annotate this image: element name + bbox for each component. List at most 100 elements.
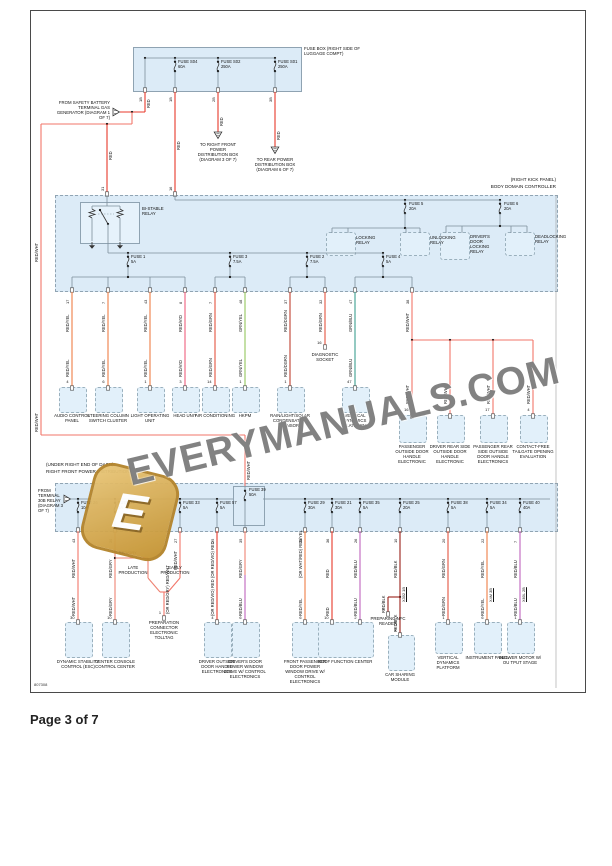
fuse-amp: 5A	[131, 258, 137, 264]
relay-name: DRIVER'S DOOR LOCKING RELAY	[470, 234, 490, 255]
dist-output-pin: 10	[392, 538, 398, 543]
fuse-box-label: FUSE BOX (RIGHT SIDE OF LUGGAGE COMPT)	[304, 46, 361, 57]
component-box	[59, 387, 87, 413]
wire-color-label: (OR RED/VIO) RED	[209, 579, 215, 616]
component-name: VERTICAL DYNAMICS PLATFORM	[343, 413, 367, 429]
fuse-name: FUSE 33	[183, 500, 200, 505]
component-box	[435, 622, 463, 654]
fuse-amp: 20A	[504, 205, 512, 211]
fuse-amp: 5A	[183, 504, 189, 510]
component-box	[232, 387, 260, 413]
component-pin: 6	[299, 614, 302, 620]
wire-color-label: RED/WHT	[70, 558, 76, 578]
component-name: RAIN/LIGHT/SOLAR CONDENSATION SENSOR	[270, 413, 310, 429]
component-pin: 16	[317, 340, 322, 345]
wire-color-label: RED/WHT	[172, 550, 178, 570]
component-name: DRIVER OUTSIDE DOOR HANDLE ELECTRONICS	[198, 659, 236, 675]
fuse-name: FUSE 2	[310, 254, 325, 259]
component-pin: 1	[394, 627, 397, 632]
component-name: VERTICAL DYNAMICS PLATFORM	[436, 655, 460, 671]
document-code: 807308	[34, 682, 48, 687]
component-box	[474, 622, 502, 654]
wire-color-label: RED	[218, 117, 224, 126]
component-box	[172, 387, 200, 413]
dist-output-pin: 27	[172, 538, 178, 543]
wire-color-label: RED/YEL	[100, 359, 106, 377]
wire-color-label: RED/YEL	[142, 314, 148, 332]
component-name: BLOWER MOTOR W/ OU TPUT STAGE	[498, 655, 542, 666]
bdc-output-pin: 17	[64, 299, 70, 304]
component-pin: 6	[239, 614, 242, 620]
fuse-name: FUSE 5	[409, 201, 424, 206]
component-name: LIGHT OPERATING UNIT	[130, 413, 170, 424]
component-pin: 17	[485, 407, 490, 412]
relay-name: LOCKING RELAY	[356, 235, 376, 246]
fusebox-pin: 1B	[137, 97, 143, 102]
bdc-output-pin: 8	[177, 301, 183, 304]
wire-color-label: RED/GRN	[440, 597, 446, 616]
rear-fuse-box	[133, 47, 302, 92]
wire-color-label: RED/YEL	[100, 314, 106, 332]
fuse-name: FUSE 1	[131, 254, 146, 259]
component-pin: 30	[70, 614, 75, 620]
wire-color-label: RED/WHT	[70, 596, 76, 616]
bi-stable-relay-box	[80, 202, 140, 244]
component-pin: 1	[158, 610, 161, 615]
component-name: HKPM	[238, 413, 252, 418]
bdc-output-pin: 38	[404, 299, 410, 304]
wire-color-label: GRN/YEL	[237, 314, 243, 332]
component-box	[507, 622, 535, 654]
component-pin: 14	[207, 379, 212, 384]
component-pin: 4	[527, 407, 530, 412]
splice-code: X4M 3B	[487, 588, 493, 602]
bdc-output-pin: 32	[317, 299, 323, 304]
component-name: PREPARING NFC READER	[370, 616, 406, 627]
wire-color-label: RED/BLK	[392, 560, 398, 578]
dist-output-pin: 36	[324, 538, 330, 543]
dist-output-pin: 20	[440, 538, 446, 543]
diagram-border	[30, 10, 586, 693]
splice-code: X60L 2B	[520, 587, 526, 602]
component-name: DIAGNOSTIC SOCKET	[311, 352, 339, 363]
component-name: HEAD UNIT	[173, 413, 197, 418]
wire-color-label: GRN/YEL	[237, 359, 243, 377]
wire-color-label: RED/GRY	[237, 559, 243, 578]
fusebox-pin: 1B	[167, 97, 173, 102]
wire-color-label: RED/WHT	[404, 312, 410, 332]
component-name: STEERING COLUMN SWITCH CLUSTER	[87, 413, 129, 424]
fuse-name: FUSE 40	[523, 500, 540, 505]
bdc-input-pin: 16	[167, 186, 173, 191]
component-pin: 47	[347, 379, 352, 384]
component-name: INSTRUMENT PANEL	[465, 655, 509, 660]
bdc-input-pin: 31	[99, 186, 105, 191]
component-pin: 1	[442, 614, 445, 620]
wire-color-label: RED/BLU	[352, 560, 358, 578]
component-box	[204, 622, 232, 658]
component-pin: 17	[442, 407, 447, 412]
wire-color-label: RED/DGRN	[282, 310, 288, 332]
fuse-name: FUSE 34	[490, 500, 507, 505]
wire-color-label: (OR RED/GRY) RED/WHT	[165, 565, 170, 614]
component-name: ROOF FUNCTION CENTER	[317, 659, 373, 664]
fuse-amp: 250A	[278, 63, 288, 69]
dist-location-label: (UNDER RIGHT END OF DASH)	[46, 462, 114, 467]
wire-color-label: RED	[324, 569, 330, 578]
component-box	[388, 635, 415, 671]
wire-color-label: RED/BLU	[237, 598, 243, 616]
wire-color-label: RED	[108, 151, 113, 160]
component-box	[520, 415, 548, 443]
splice-code: X302 1B	[400, 587, 406, 602]
fuse-amp: 5A	[490, 504, 496, 510]
wire-color-label: RED/YEL	[297, 598, 303, 616]
fuse-name: FUSE 57	[220, 500, 237, 505]
component-pin: 10	[324, 614, 329, 620]
bdc-output-pin: 43	[142, 299, 148, 304]
fuse-amp: 5A	[451, 504, 457, 510]
wire-color-label: GRN/BLU	[347, 313, 353, 332]
wire-color-label: (OR WHT/RED) RED/YEL	[297, 530, 303, 578]
bdc-location-label: (RIGHT KICK PANEL)	[510, 177, 556, 182]
wire-color-label: RED/YEL	[142, 359, 148, 377]
component-name: AIR CONDITIONING	[194, 413, 236, 418]
component-name: PASSENGER OUTSIDE DOOR HANDLE ELECTRONIC	[395, 444, 429, 465]
fuse-amp: 20A	[409, 205, 417, 211]
